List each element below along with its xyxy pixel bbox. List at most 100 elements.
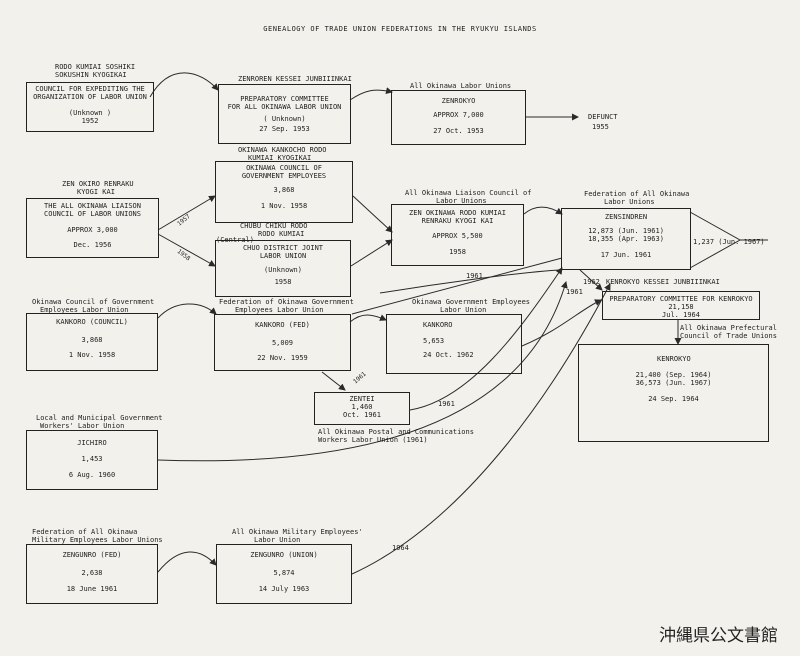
node-zenroren: PREPARATORY COMMITTEE FOR ALL OKINAWA LA…: [218, 84, 351, 144]
edge-kfed-kgov: [349, 314, 387, 323]
zenokiro-heading-2: KYOGI KAI: [77, 188, 115, 196]
zenroren-line-1: PREPARATORY COMMITTEE: [240, 95, 329, 103]
zentei-line-2: 1,460: [351, 403, 373, 411]
rodo-heading-1: RODO KUMIAI SOSHIKI: [55, 63, 136, 71]
kenrokyo-line-1: KENROKYO: [657, 355, 691, 363]
node-zengunro-fed: ZENGUNRO (FED) 2,638 18 June 1961: [26, 544, 158, 604]
edge-zensindo-down: [379, 269, 561, 294]
edge-zentei-zensindo: [409, 267, 563, 411]
zenokiro-line-3: APPROX 3,000: [67, 226, 118, 234]
jichiro-heading-2: Workers' Labor Union: [40, 422, 125, 430]
kfed-line-2: 5,009: [271, 339, 294, 347]
zenroren-heading: ZENROREN KESSEI JUNBIIINKAI: [238, 75, 352, 83]
edge-renraku-zensindo: [523, 206, 563, 215]
zfed-line-3: 18 June 1961: [66, 585, 118, 593]
renraku-line-2: RENRAKU KYOGI KAI: [421, 217, 494, 225]
kenrokyo-heading-1: All Okinawa Prefectural: [680, 324, 777, 332]
edge-kgov-prep: [521, 299, 602, 347]
zenrokyo-heading: All Okinawa Labor Unions: [410, 82, 512, 90]
kenrokyo-heading-2: Council of Trade Unions: [680, 332, 777, 340]
chuo-heading-2: RODO KUMIAI: [258, 230, 305, 238]
zenroren-line-2: FOR ALL OKINAWA LABOR UNION: [227, 103, 342, 111]
node-kankoro-council: OKINAWA COUNCIL OF GOVERNMENT EMPLOYEES …: [215, 161, 353, 223]
zfed-line-2: 2,638: [81, 569, 103, 577]
kcouncil-heading-1: Okinawa Council of Government: [32, 298, 155, 306]
jichiro-line-3: 6 Aug. 1960: [68, 471, 116, 479]
node-kankoro-council-2: KANKORO (COUNCIL) 3,868 1 Nov. 1958: [26, 313, 158, 371]
zensindo-line-1: ZENSINDREN: [604, 213, 648, 221]
zfed-heading-1: Federation of All Okinawa: [32, 528, 138, 536]
kankoro-line-3: 3,868: [273, 186, 295, 194]
zentei-line-1: ZENTEI: [349, 395, 375, 403]
edge-kfed-zentei: [321, 371, 346, 391]
edge-zenokiro-chuo: [157, 233, 216, 267]
kankoro-line-4: 1 Nov. 1958: [260, 202, 308, 210]
edge-kcouncil-kfed: [157, 303, 217, 319]
kfed-line-3: 22 Nov. 1959: [257, 354, 308, 362]
rodo-heading-2: SOKUSHIN KYOGIKAI: [55, 71, 127, 79]
kgov-heading-1: Okinawa Government Employees: [412, 298, 531, 306]
zensindo-heading-1: Federation of All Okinawa: [584, 190, 690, 198]
kankoro-line-1: OKINAWA COUNCIL OF: [246, 164, 322, 172]
zunion-line-1: ZENGUNRO (UNION): [250, 551, 318, 559]
zunion-line-2: 5,874: [273, 569, 295, 577]
edge-label-1961-d: 1961: [438, 400, 455, 408]
rodo-line-1: COUNCIL FOR EXPEDITING THE: [35, 85, 145, 93]
node-zenrokyo: ZENROKYO APPROX 7,000 27 Oct. 1953: [391, 90, 526, 145]
kcouncil-line-1: KANKORO (COUNCIL): [56, 318, 128, 326]
zfed-heading-2: Military Employees Labor Unions: [32, 536, 163, 544]
node-zen-okinawa-renraku: ZEN OKINAWA RODO KUMIAI RENRAKU KYOGI KA…: [391, 204, 524, 266]
edge-zensindo-prep: [579, 269, 603, 291]
zenroren-line-3: ( Unknown): [263, 115, 306, 123]
node-kankoro-fed: KANKORO (FED) 5,009 22 Nov. 1959: [214, 314, 351, 371]
node-zen-okiro: THE ALL OKINAWA LIAISON COUNCIL OF LABOR…: [26, 198, 159, 258]
zunion-heading-2: Labor Union: [254, 536, 301, 544]
zenokiro-heading-1: ZEN OKIRO RENRAKU: [62, 180, 134, 188]
rodo-line-3: (Unknown ): [68, 109, 112, 117]
node-zengunro-union: ZENGUNRO (UNION) 5,874 14 July 1963: [216, 544, 352, 604]
zensindo-line-2: 12,873 (Jun. 1961): [588, 227, 664, 235]
renraku-line-1: ZEN OKINAWA RODO KUMIAI: [409, 209, 506, 217]
kankoro-heading-2: KUMIAI KYOGIKAI: [248, 154, 312, 162]
chuo-line-4: 1958: [274, 278, 292, 286]
zensindo-heading-2: Labor Unions: [604, 198, 655, 206]
edge-kankoro-renraku: [352, 195, 393, 233]
zunion-line-3: 14 July 1963: [258, 585, 310, 593]
defunct-label: DEFUNCT: [588, 113, 618, 121]
jichiro-line-1: JICHIRO: [77, 439, 107, 447]
diagram-title: GENEALOGY OF TRADE UNION FEDERATIONS IN …: [263, 25, 537, 33]
edge-jichiro-prep: [157, 281, 568, 462]
chuo-line-2: LABOR UNION: [259, 252, 307, 260]
kenrokyo-line-3: 36,573 (Jun. 1967): [635, 379, 712, 387]
zentei-line-3: Oct. 1961: [343, 411, 381, 419]
edge-label-1961-c: 1961: [566, 288, 583, 296]
node-jichiro: JICHIRO 1,453 6 Aug. 1960: [26, 430, 158, 490]
zensindo-side-count: 1,237 (Jun. 1967): [693, 238, 765, 246]
zfed-line-1: ZENGUNRO (FED): [62, 551, 122, 559]
kcouncil-line-2: 3,868: [81, 336, 103, 344]
kcouncil-heading-2: Employees Labor Union: [40, 306, 129, 314]
node-kenrokyo: KENROKYO 21,400 (Sep. 1964) 36,573 (Jun.…: [578, 344, 769, 442]
node-zentei: ZENTEI 1,460 Oct. 1961: [314, 392, 410, 425]
edge-zensindo-line1961: [351, 257, 563, 315]
zenrokyo-line-3: 27 Oct. 1953: [433, 127, 484, 135]
kgov-line-2: 5,653: [423, 337, 445, 345]
archive-stamp: 沖縄県公文書館: [659, 626, 778, 646]
kprep-line-1: PREPARATORY COMMITTEE FOR KENROKYO: [609, 295, 753, 303]
defunct-year: 1955: [592, 123, 609, 131]
kcouncil-line-3: 1 Nov. 1958: [68, 351, 116, 359]
kenrokyo-line-4: 24 Sep. 1964: [648, 395, 699, 403]
chuo-line-3: (Unknown): [264, 266, 302, 274]
edge-label-1964: 1964: [392, 544, 409, 552]
kenrokyo-prep-heading: KENROKYO KESSEI JUNBIIINKAI: [606, 278, 720, 286]
kfed-heading-2: Employees Labor Union: [235, 306, 324, 314]
renraku-heading-1: All Okinawa Liaison Council of: [405, 189, 532, 197]
zensindo-line-3: 18,355 (Apr. 1963): [588, 235, 664, 243]
zenokiro-line-4: Dec. 1956: [73, 241, 112, 249]
chuo-heading-1: CHUBU CHIKU RODO: [240, 222, 308, 230]
edge-chuo-renraku: [350, 239, 393, 267]
kenrokyo-line-2: 21,400 (Sep. 1964): [635, 371, 712, 379]
rodo-line-2: ORGANIZATION OF LABOR UNION: [33, 93, 147, 101]
